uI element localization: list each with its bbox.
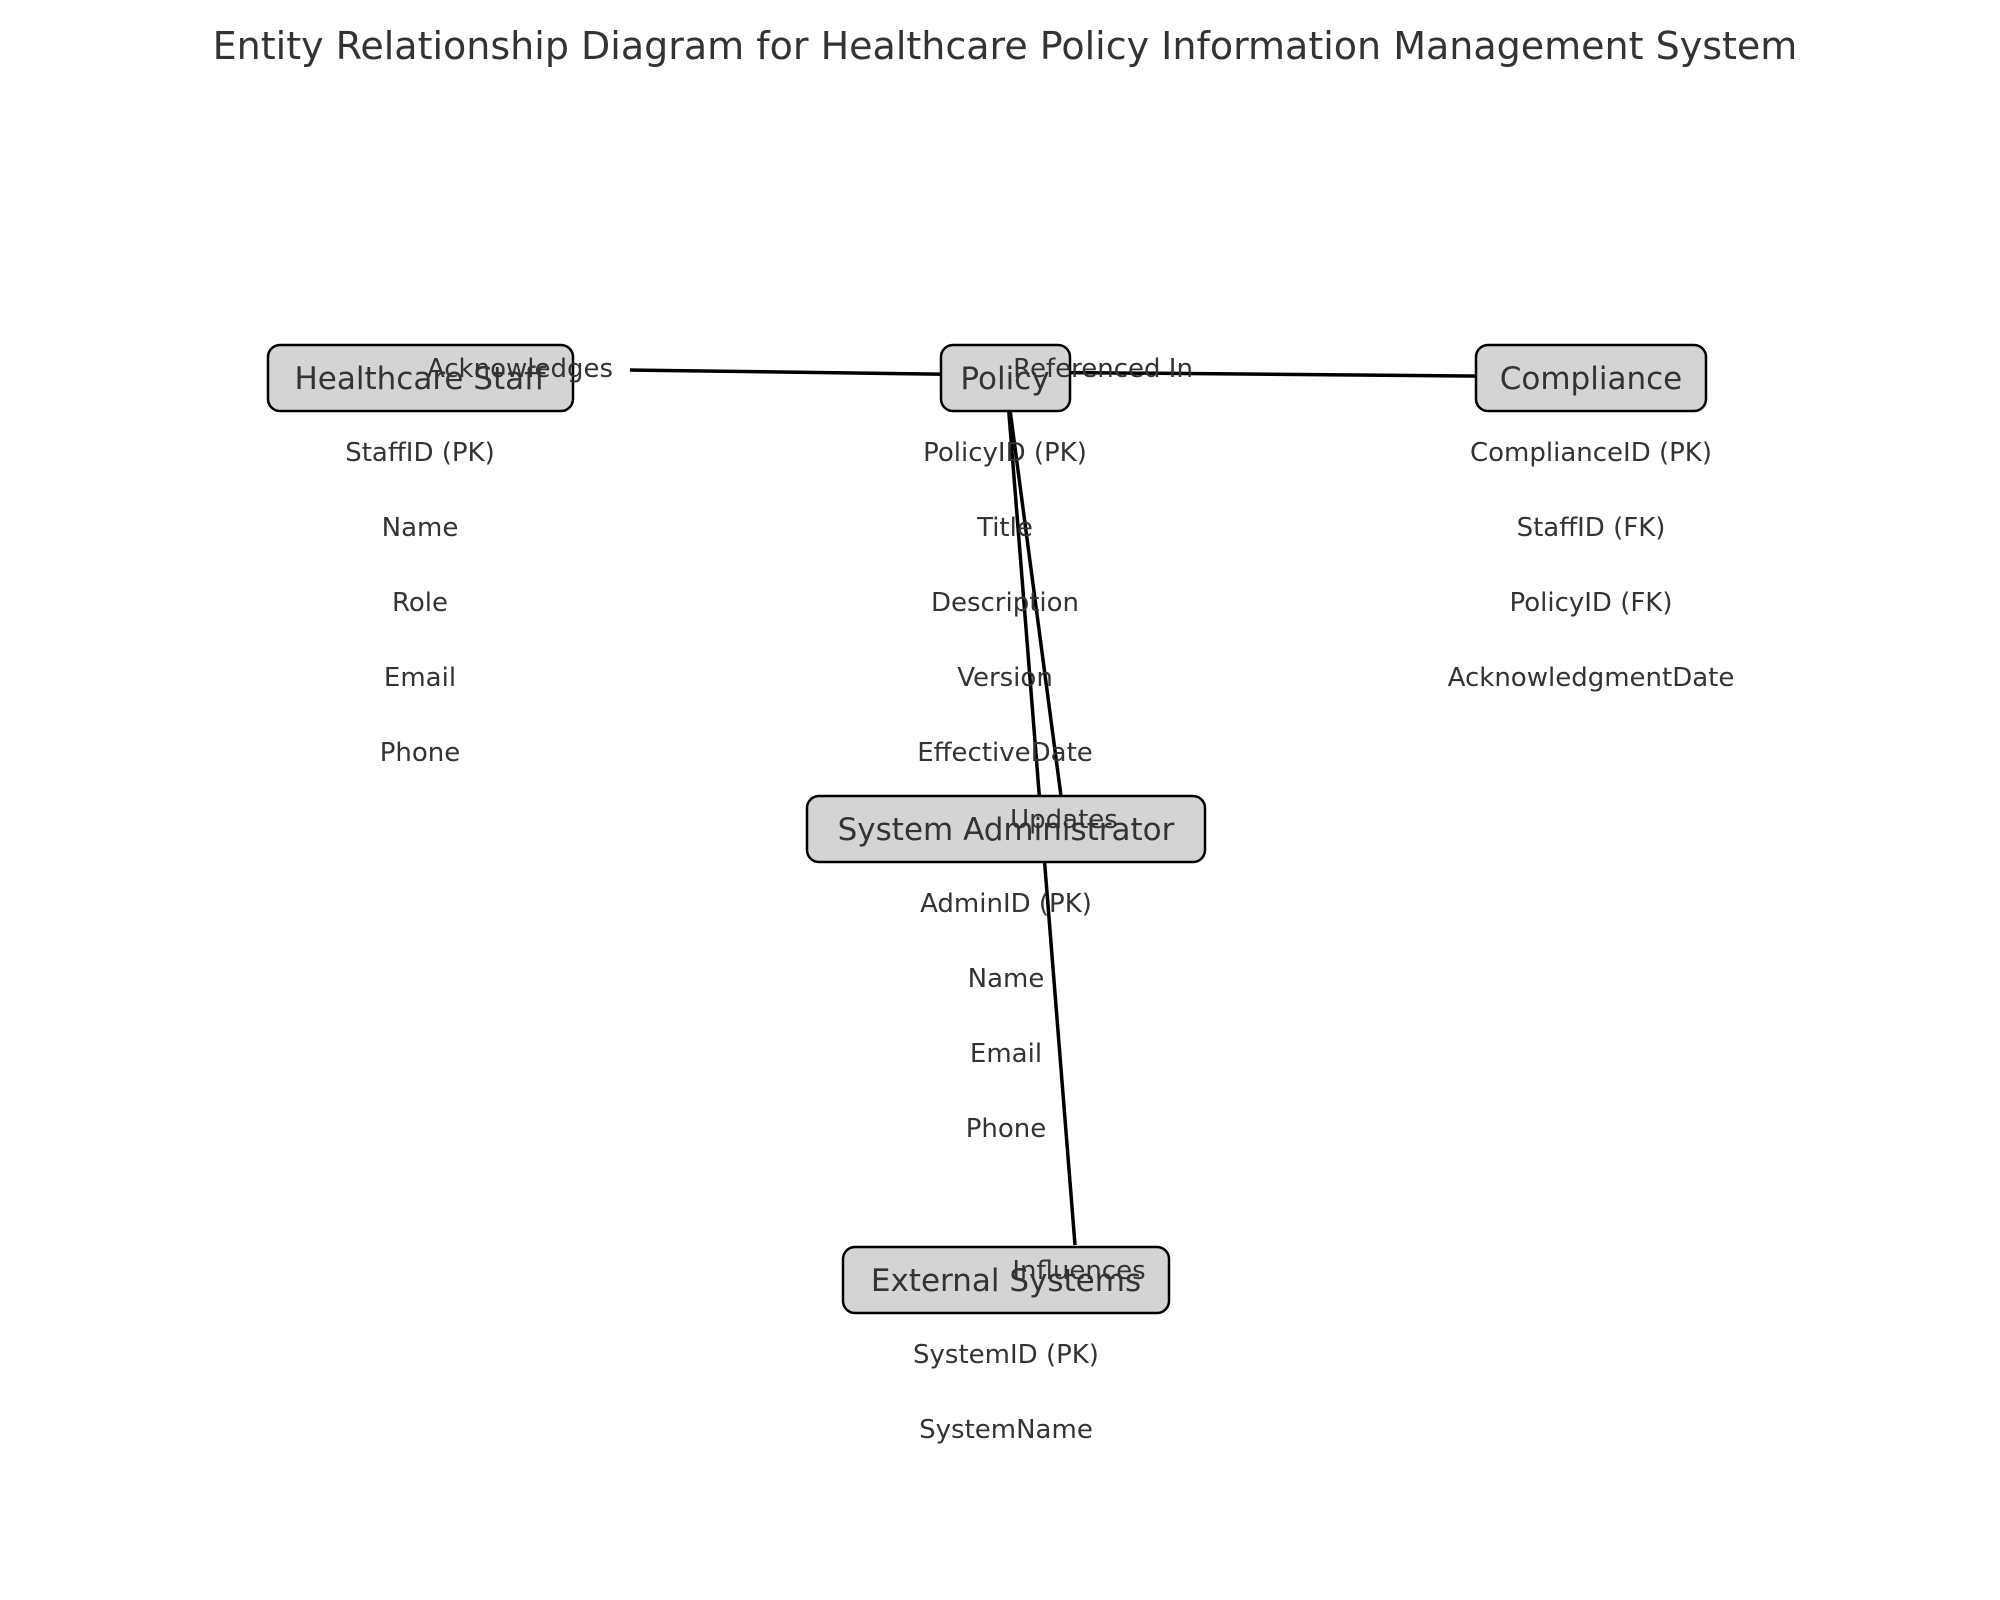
entity-compliance: Compliance ComplianceID (PK) StaffID (FK…	[1448, 343, 1735, 693]
relationship-label-acknowledges: Acknowledges	[427, 354, 613, 384]
entity-attribute: Email	[384, 663, 456, 693]
relationship-label-referenced-in: Referenced In	[1013, 354, 1193, 384]
entity-attribute: Version	[957, 663, 1053, 693]
entity-name: External Systems	[871, 1263, 1141, 1299]
entity-name: Compliance	[1500, 361, 1682, 397]
entity-attribute: StaffID (PK)	[345, 438, 495, 468]
relationship-line-updates	[1007, 387, 1063, 797]
entity-attribute: PolicyID (PK)	[923, 438, 1087, 468]
entity-healthcare-staff: Healthcare Staff StaffID (PK) Name Role …	[266, 343, 575, 768]
entity-attribute: StaffID (FK)	[1517, 513, 1666, 543]
entity-attribute: Title	[976, 513, 1033, 543]
entity-attribute: SystemName	[919, 1415, 1093, 1445]
entity-attribute: Role	[392, 588, 448, 618]
entity-attribute: Email	[970, 1039, 1042, 1069]
entity-attribute: Phone	[966, 1114, 1047, 1144]
entity-attribute: ComplianceID (PK)	[1470, 438, 1712, 468]
entity-attribute: PolicyID (FK)	[1509, 588, 1672, 618]
entity-attribute: SystemID (PK)	[913, 1340, 1099, 1370]
entity-name: Healthcare Staff	[294, 361, 546, 397]
entity-box	[939, 343, 1072, 413]
relationship-label-updates: Updates	[1010, 805, 1118, 835]
entity-box	[805, 794, 1207, 864]
entity-external-systems: External Systems SystemID (PK) SystemNam…	[841, 1245, 1171, 1445]
entity-name: System Administrator	[838, 812, 1175, 848]
entity-box	[1474, 343, 1708, 413]
entity-attribute: Description	[931, 588, 1079, 618]
relationship-label-influences: Influences	[1012, 1256, 1145, 1286]
entity-box	[841, 1245, 1171, 1315]
entity-attribute: AdminID (PK)	[920, 889, 1092, 919]
entity-attribute: Name	[382, 513, 459, 543]
entity-box	[266, 343, 575, 413]
entity-name: Policy	[960, 361, 1049, 397]
entity-attribute: Phone	[380, 738, 461, 768]
entity-attribute: AcknowledgmentDate	[1448, 663, 1735, 693]
entity-attribute: Name	[968, 964, 1045, 994]
diagram-title: Entity Relationship Diagram for Healthca…	[213, 24, 1798, 68]
entity-policy: Policy PolicyID (PK) Title Description V…	[917, 343, 1093, 768]
entity-system-administrator: System Administrator AdminID (PK) Name E…	[805, 794, 1207, 1144]
entity-attribute: EffectiveDate	[917, 738, 1093, 768]
